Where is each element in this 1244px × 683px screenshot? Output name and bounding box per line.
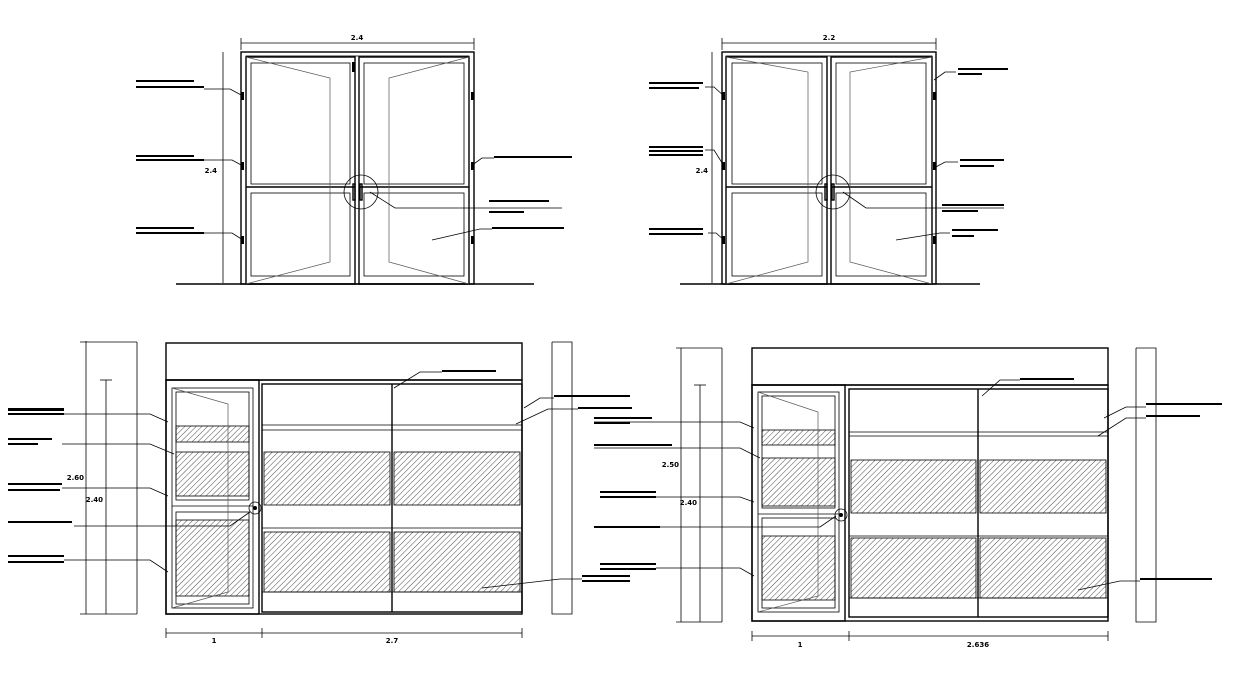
front-a-inner-height-label: 2.40 [86, 496, 103, 504]
door-a-height-label: 2.4 [205, 167, 218, 175]
front-elevation-b: 2.50 2.40 1 2.636 [594, 347, 1222, 649]
front-elevation-a: 2.60 2.40 1 2.7 [8, 341, 632, 645]
front-b-inner-height-label: 2.40 [680, 499, 697, 507]
front-b-panel-width-label: 2.636 [967, 641, 989, 649]
door-elevation-a: 2.4 2.4 [136, 34, 572, 285]
front-b-door-width-label: 1 [798, 641, 803, 649]
door-b-width-label: 2.2 [823, 34, 836, 42]
front-b-outer-height-label: 2.50 [662, 461, 679, 469]
front-a-outer-height-label: 2.60 [67, 474, 84, 482]
door-a-width-label: 2.4 [351, 34, 364, 42]
front-a-door-width-label: 1 [212, 637, 217, 645]
front-a-panel-width-label: 2.7 [386, 637, 399, 645]
door-elevation-b: 2.2 2.4 [649, 34, 1008, 285]
door-b-height-label: 2.4 [696, 167, 709, 175]
